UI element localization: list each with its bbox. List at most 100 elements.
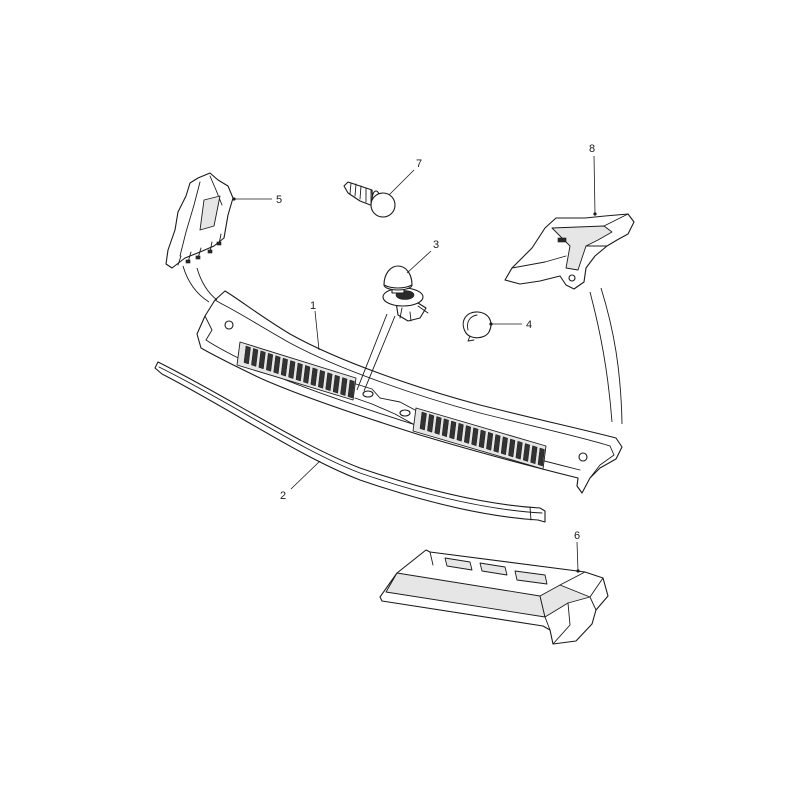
lower-panel-raised-tab — [444, 557, 473, 571]
vent-slot — [530, 445, 538, 465]
clip-stem-fins — [399, 305, 429, 322]
cowl-panel-back-rim — [221, 303, 611, 447]
vent-slot — [478, 429, 486, 449]
part-4-cap — [462, 311, 492, 342]
clip-cap-dome — [383, 265, 413, 289]
assembly-guide-lines — [182, 265, 623, 425]
leader-dot-8 — [593, 212, 597, 216]
vent-slots-right — [419, 411, 545, 467]
lower-panel-right-folds — [552, 571, 604, 645]
callout-5: 5 — [276, 194, 282, 206]
vent-slot — [449, 420, 457, 440]
leader-line-3 — [406, 250, 432, 274]
vent-slot — [463, 425, 472, 444]
lower-panel-raised-tab — [514, 570, 548, 585]
lower-panel-raised-tab — [479, 562, 508, 576]
seal-strip-body — [154, 361, 546, 523]
vent-slot — [280, 357, 288, 377]
part-7-push-pin — [343, 181, 396, 218]
right-bracket-slot — [557, 237, 567, 243]
callout-3: 3 — [433, 239, 439, 251]
cap-tab — [467, 335, 475, 342]
guide-line-clip — [363, 315, 396, 392]
right-bracket-hole — [568, 274, 576, 282]
left-mounting-hole — [224, 320, 234, 330]
leader-dot-5 — [232, 197, 236, 201]
vent-slot — [295, 362, 303, 382]
vent-slot — [456, 422, 464, 442]
vent-slot — [243, 345, 251, 365]
vent-slot — [508, 438, 516, 458]
guide-line-bracket-left — [182, 265, 210, 303]
part-1-cowl-panel — [196, 290, 623, 494]
right-bracket-folds — [511, 213, 629, 269]
part-8-right-bracket — [504, 213, 635, 290]
leader-line-8 — [593, 155, 596, 215]
callout-2: 2 — [280, 490, 286, 502]
vent-slot — [493, 434, 501, 453]
vent-slot — [251, 348, 259, 367]
vent-slot — [340, 377, 348, 396]
vent-slot — [332, 374, 340, 394]
cowl-panel-right-end-fold — [589, 445, 615, 479]
wiper-pivot-ridge — [354, 383, 416, 425]
cowl-panel-left-end-fold — [204, 299, 223, 341]
wiper-pivot-boss-left — [362, 390, 374, 398]
push-pin-threads — [349, 182, 372, 205]
leader-dot-4 — [489, 322, 493, 326]
left-bracket-pin-head — [185, 259, 191, 264]
guide-line-bracket-left — [196, 267, 218, 301]
push-pin-head — [370, 192, 396, 218]
leader-dot-6 — [576, 569, 580, 573]
cap-edge-shade — [467, 314, 478, 331]
vent-slot — [441, 418, 449, 438]
vent-slots-left — [243, 345, 355, 399]
push-pin-shank — [343, 181, 374, 207]
callout-6: 6 — [574, 530, 580, 542]
vent-slot — [515, 440, 523, 460]
callout-1: 1 — [310, 300, 316, 312]
leader-line-7 — [388, 169, 415, 196]
vent-slot — [288, 360, 296, 379]
leader-line-6 — [576, 541, 579, 572]
part-2-seal-strip — [154, 361, 546, 523]
vent-slot — [500, 436, 508, 456]
callout-8: 8 — [589, 143, 595, 155]
left-bracket-pins — [177, 233, 222, 266]
part-6-lower-panel — [379, 549, 609, 645]
left-bracket-pin-head — [216, 241, 222, 246]
vent-slot — [419, 411, 427, 431]
vent-slot — [434, 416, 442, 435]
vent-slot — [522, 443, 531, 462]
leader-line-1 — [314, 310, 320, 351]
left-bracket-rib — [199, 195, 221, 231]
vent-slot — [347, 379, 355, 399]
left-bracket-fold — [179, 175, 223, 257]
vent-slot — [310, 367, 318, 387]
lower-panel-ledge — [429, 551, 551, 631]
wiper-pivot-area — [354, 383, 416, 425]
callout-4: 4 — [526, 319, 532, 331]
leader-line-2 — [290, 460, 321, 490]
guide-line-bracket-right — [589, 291, 613, 423]
callout-7: 7 — [416, 158, 422, 170]
vent-slot — [325, 372, 333, 392]
seal-strip-profile-line — [158, 366, 543, 514]
lower-panel-sloped-section — [539, 584, 591, 618]
left-bracket-pin-head — [207, 249, 213, 254]
callout-leaders — [232, 155, 597, 573]
vent-slot — [486, 431, 494, 451]
left-bracket-pin-head — [195, 255, 201, 260]
part-3-clip — [382, 265, 429, 322]
vent-slot — [273, 355, 281, 375]
seal-strip-end-cap — [529, 506, 532, 521]
vent-slot — [266, 352, 274, 372]
wiper-pivot-boss-right — [399, 409, 411, 417]
vent-slot — [471, 427, 479, 447]
vent-slot — [537, 447, 545, 467]
vent-slot — [427, 413, 435, 433]
vent-slot — [258, 350, 266, 370]
vent-slot — [318, 369, 326, 389]
vent-slot — [303, 365, 311, 384]
